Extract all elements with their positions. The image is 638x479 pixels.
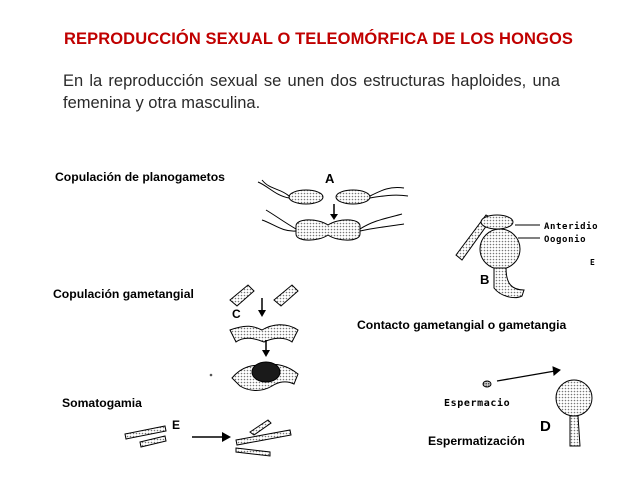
flagellum [257, 181, 290, 199]
arrow-down-a [330, 204, 338, 220]
label-planogametos: Copulación de planogametos [55, 170, 225, 184]
hypha [229, 284, 255, 307]
flagellum [369, 194, 409, 199]
planogamete-left [288, 189, 324, 205]
flagellum [359, 213, 403, 230]
somatogamy-figure [124, 419, 292, 457]
planogamete-right [335, 189, 371, 205]
anteridio [480, 214, 514, 230]
receptive-hypha [555, 379, 593, 417]
intro-paragraph: En la reproducción sexual se unen dos es… [63, 72, 560, 112]
arrow-right-e [192, 432, 231, 442]
hypha [124, 425, 167, 440]
figure-letter-a: A [325, 171, 335, 186]
figure-letter-b: B [480, 272, 490, 287]
planogametes-figure [257, 179, 409, 241]
label-somatogamia: Somatogamia [62, 396, 142, 410]
flagellum [265, 209, 297, 230]
flagellum [261, 219, 297, 232]
hypha [273, 284, 299, 307]
figure-letter-e: E [172, 418, 181, 432]
slide-title: REPRODUCCIÓN SEXUAL O TELEOMÓRFICA DE LO… [64, 30, 574, 48]
gametangia-figure [455, 214, 540, 299]
arrow-head [552, 366, 561, 376]
label-contacto-gametangial: Contacto gametangial o gametangia [357, 318, 567, 332]
oogonio [479, 228, 521, 270]
figure-letter-c: C [232, 307, 241, 321]
zygote-dark [251, 361, 281, 383]
receptive-stalk [569, 415, 581, 447]
fused-planogametes [295, 219, 361, 241]
gametangial-figure [229, 284, 299, 391]
hypha [235, 429, 292, 446]
flagellum [369, 187, 405, 197]
label-espermatizacion: Espermatización [428, 434, 525, 448]
contact-gametangia [229, 324, 299, 343]
arrow-line [496, 370, 556, 382]
figure-letter-e-small: E [590, 258, 596, 267]
espermacio [482, 380, 492, 388]
oogonial-stalk [493, 267, 525, 299]
oogonio-label: Oogonio [544, 235, 587, 245]
hypha [139, 435, 167, 448]
flagellum [261, 179, 290, 197]
flagellum [359, 223, 405, 232]
figure-letter-d: D [540, 418, 551, 435]
hypha [249, 419, 272, 436]
anteridio-label: Anteridio [544, 222, 599, 232]
espermacio-label: Espermacio [444, 398, 511, 409]
espermatization-figure [482, 366, 593, 447]
speck [209, 373, 213, 377]
arrow-down-c [258, 298, 270, 357]
hypha [235, 447, 271, 457]
label-gametangial: Copulación gametangial [53, 287, 194, 301]
